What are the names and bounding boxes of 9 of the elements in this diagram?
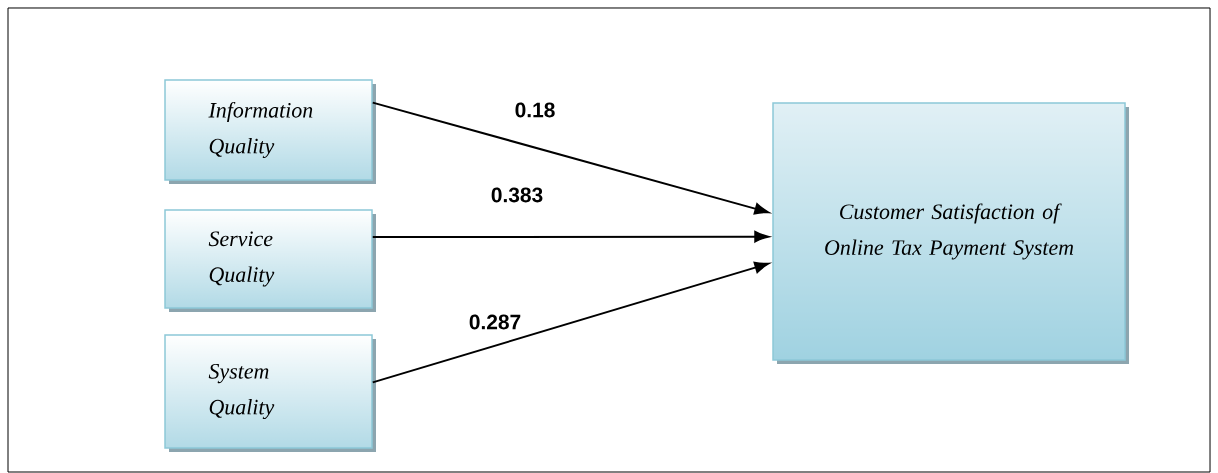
- edge-label: 0.18: [512, 100, 558, 120]
- arrow: [371, 261, 770, 384]
- concept-box: Customer Satisfaction of Online Tax Payment System: [772, 102, 1129, 364]
- edge-label: 0.383: [488, 185, 546, 205]
- edge-label: 0.287: [466, 312, 524, 332]
- concept-box: System Quality: [164, 334, 376, 452]
- concept-box: Information Quality: [164, 79, 376, 184]
- arrow: [371, 101, 770, 215]
- concept-box: Service Quality: [164, 209, 376, 312]
